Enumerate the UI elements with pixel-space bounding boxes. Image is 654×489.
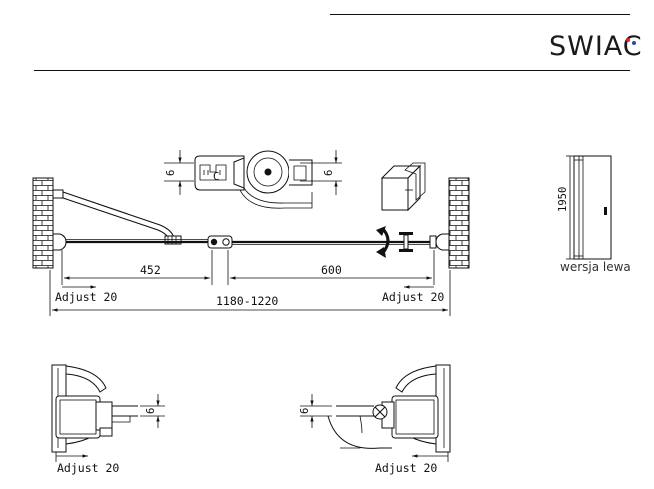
adjust-right-label: Adjust 20 xyxy=(382,290,444,304)
svg-text:C: C xyxy=(213,171,219,183)
brand-dot-red xyxy=(626,38,630,42)
svg-text:6: 6 xyxy=(145,408,157,414)
header: SWIAC xyxy=(34,14,643,71)
svg-text:Adjust 20: Adjust 20 xyxy=(57,461,119,475)
hinge-detail: 6 C 6 xyxy=(164,150,342,209)
plan-view: 452 600 Adjust 20 Adjust 20 1180-1220 xyxy=(32,177,470,316)
dimension-600: 600 xyxy=(227,250,435,285)
svg-text:6: 6 xyxy=(165,170,177,176)
right-wall-profile xyxy=(435,233,450,251)
svg-text:452: 452 xyxy=(140,263,161,277)
dimension-total: 1180-1220 xyxy=(49,270,451,316)
brand-dot-blue xyxy=(632,41,636,45)
svg-text:6: 6 xyxy=(323,170,335,176)
right-wall xyxy=(448,177,470,269)
height-label: 1950 xyxy=(557,187,569,212)
dimension-452: 452 xyxy=(61,250,213,285)
adjust-left-label: Adjust 20 xyxy=(55,290,117,304)
svg-text:600: 600 xyxy=(321,263,342,277)
svg-text:6: 6 xyxy=(299,408,311,414)
door-handle xyxy=(399,232,413,252)
bottom-left-detail: 6 Adjust 20 xyxy=(51,364,165,475)
hinge xyxy=(207,235,233,249)
bottom-right-detail: 6 Adjust 20 xyxy=(299,364,451,475)
knob-detail xyxy=(380,162,426,212)
svg-text:1180-1220: 1180-1220 xyxy=(216,294,278,308)
door-elevation: 1950 wersja lewa xyxy=(557,155,631,274)
svg-text:Adjust 20: Adjust 20 xyxy=(375,461,437,475)
stabilizer-bar xyxy=(52,189,182,245)
left-wall xyxy=(32,177,54,269)
variant-label: wersja lewa xyxy=(560,260,631,274)
left-wall-profile xyxy=(52,233,67,251)
brand-logo: SWIAC xyxy=(549,31,643,62)
